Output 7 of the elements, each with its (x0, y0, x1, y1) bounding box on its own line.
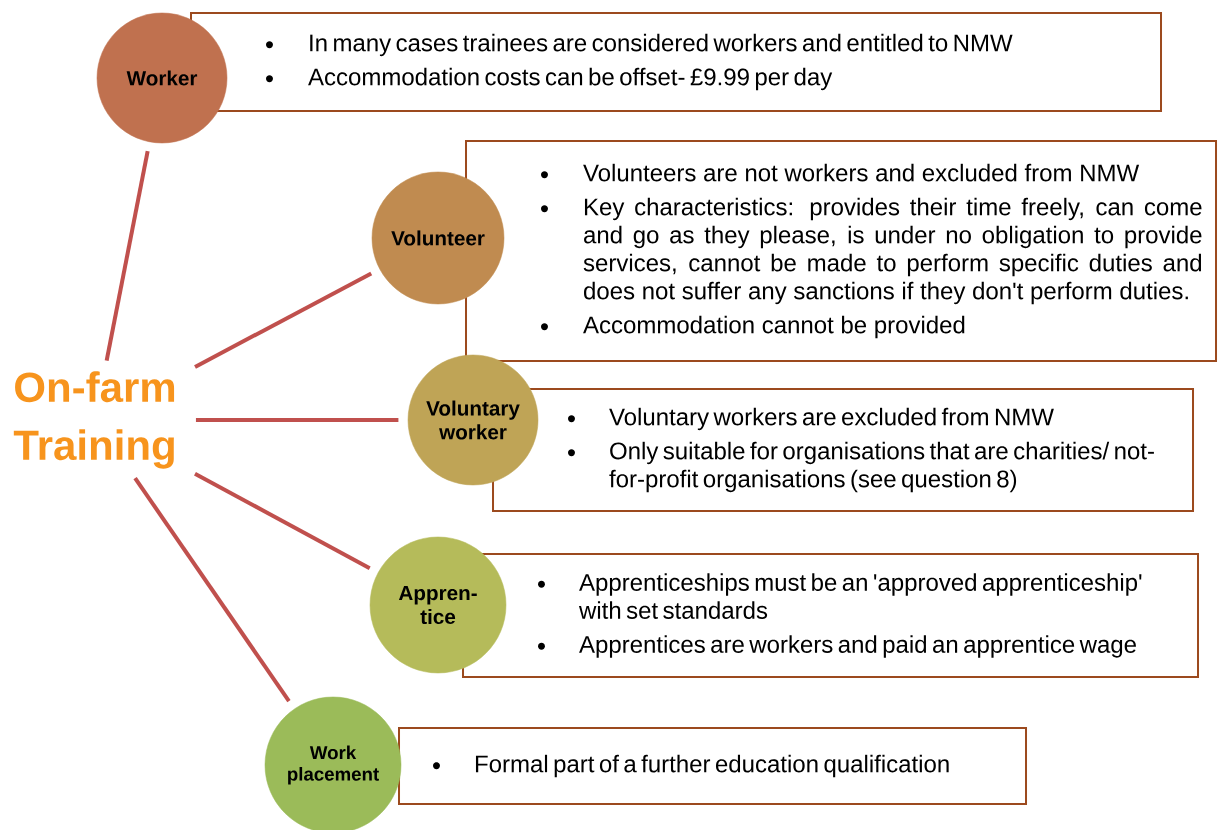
connector-line (133, 477, 291, 703)
connector-line (195, 418, 399, 422)
text-box: Formal part of a further education qualification (398, 727, 1027, 805)
connector-line (194, 271, 373, 369)
topic-title: On-farm Training (13, 371, 175, 469)
connector-line (104, 150, 150, 361)
connector-line (194, 472, 371, 570)
